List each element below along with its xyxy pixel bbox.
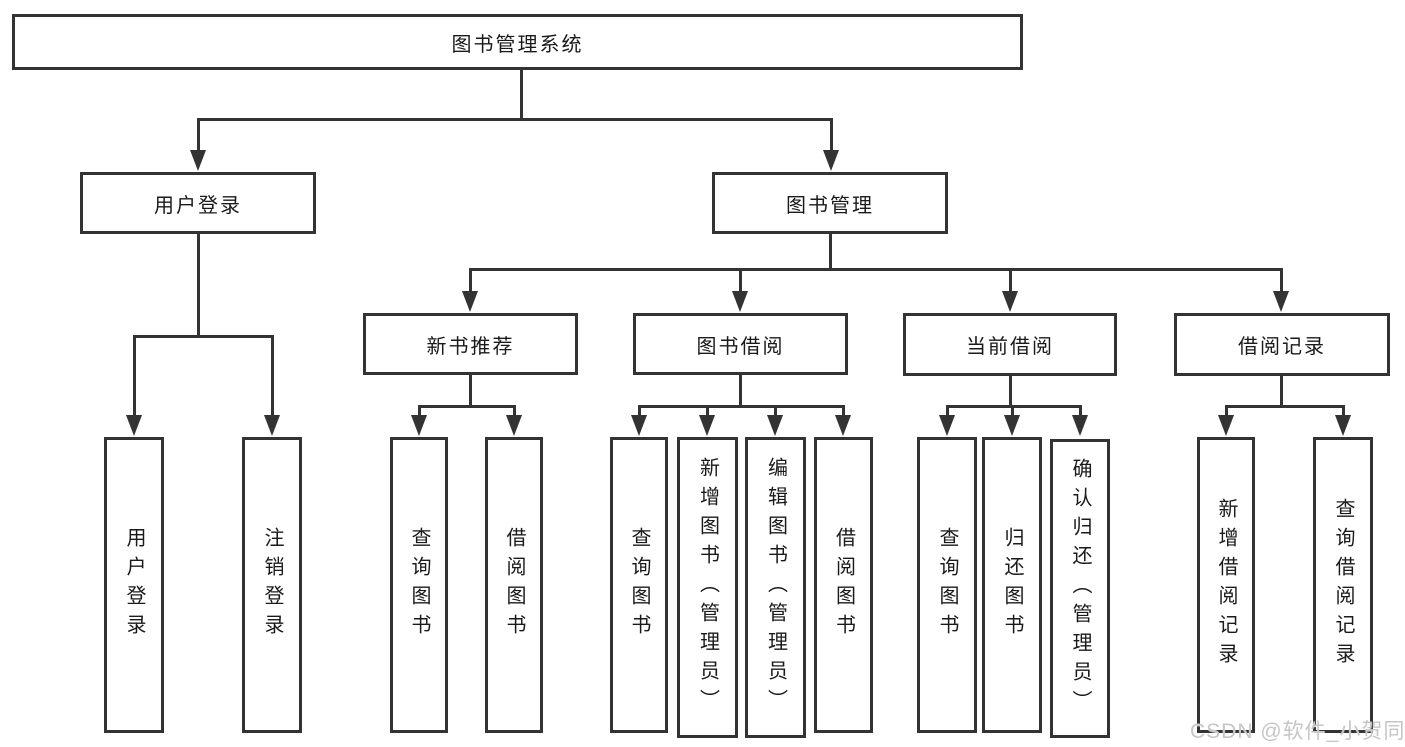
connector-line-vertical (196, 234, 200, 336)
node-op-query-record: 查询借阅记录 (1313, 437, 1373, 733)
node-label: 图书管理 (786, 194, 874, 217)
connector-line-vertical (738, 269, 742, 298)
connector-line-vertical (1279, 269, 1283, 298)
connector-line-vertical (417, 406, 421, 422)
connector-line-horizontal (468, 267, 1283, 271)
node-op-add-books-admin: 新增图书（管理员） (677, 437, 738, 738)
connector-line-horizontal (945, 404, 1082, 408)
connector-line-vertical (738, 375, 742, 406)
node-label: 借阅记录 (1238, 336, 1326, 358)
node-label: 注销登录 (261, 527, 283, 643)
connector-line-vertical (841, 406, 845, 422)
node-label: 借阅图书 (503, 527, 525, 643)
node-op-return-books: 归还图书 (982, 437, 1042, 733)
connector-line-vertical (1078, 406, 1082, 422)
node-label: 查询图书 (936, 527, 958, 643)
connector-line-vertical (1010, 406, 1014, 422)
node-new-book-rec: 新书推荐 (363, 313, 578, 375)
arrowhead-down-icon (1273, 291, 1289, 312)
connector-line-vertical (1224, 406, 1228, 422)
arrowhead-down-icon (939, 415, 955, 436)
node-current-borrow: 当前借阅 (903, 313, 1117, 376)
node-op-query-books: 查询图书 (610, 437, 668, 733)
arrowhead-down-icon (126, 415, 142, 436)
connector-line-vertical (773, 406, 777, 422)
arrowhead-down-icon (1072, 415, 1088, 436)
node-op-logout: 注销登录 (242, 437, 302, 733)
arrowhead-down-icon (264, 415, 280, 436)
node-user-login: 用户登录 (80, 172, 316, 234)
connector-line-vertical (1341, 406, 1345, 422)
connector-line-vertical (468, 375, 472, 406)
node-label: 用户登录 (123, 527, 145, 643)
node-label: 用户登录 (154, 194, 242, 217)
node-label: 确认归还（管理员） (1069, 458, 1091, 719)
arrowhead-down-icon (767, 415, 783, 436)
node-label: 图书借阅 (696, 335, 785, 358)
connector-line-vertical (1008, 376, 1012, 406)
node-label: 新增借阅记录 (1215, 498, 1237, 672)
node-op-edit-books-admin: 编辑图书（管理员） (745, 437, 806, 738)
connector-line-vertical (132, 336, 136, 422)
node-op-borrow-books-rec: 借阅图书 (485, 437, 543, 733)
arrowhead-down-icon (1335, 415, 1351, 436)
connector-line-horizontal (417, 404, 516, 408)
node-label: 新增图书（管理员） (696, 457, 719, 718)
node-label: 归还图书 (1001, 527, 1023, 643)
watermark: CSDN @软件_小贺同学 (1190, 720, 1405, 743)
arrowhead-down-icon (1218, 415, 1234, 436)
node-borrow-record: 借阅记录 (1174, 313, 1390, 376)
node-book-borrow: 图书借阅 (633, 313, 848, 375)
connector-line-vertical (705, 406, 709, 422)
node-label: 查询图书 (408, 527, 430, 643)
node-op-user-login: 用户登录 (104, 437, 164, 733)
arrowhead-down-icon (190, 150, 206, 171)
connector-line-vertical (196, 119, 200, 157)
connector-line-vertical (519, 70, 523, 119)
node-label: 新书推荐 (426, 335, 515, 358)
arrowhead-down-icon (506, 415, 522, 436)
arrowhead-down-icon (823, 150, 839, 171)
node-op-borrow-books: 借阅图书 (814, 437, 873, 733)
node-op-add-record: 新增借阅记录 (1197, 437, 1255, 733)
node-label: 编辑图书（管理员） (764, 457, 787, 718)
arrowhead-down-icon (1002, 291, 1018, 312)
connector-line-vertical (270, 336, 274, 422)
arrowhead-down-icon (732, 291, 748, 312)
connector-line-vertical (945, 406, 949, 422)
node-book-mgmt: 图书管理 (712, 172, 948, 234)
node-label: 当前借阅 (966, 336, 1054, 358)
connector-line-vertical (1279, 376, 1283, 406)
node-label: 图书管理系统 (451, 33, 584, 56)
arrowhead-down-icon (411, 415, 427, 436)
node-op-query-books-cur: 查询图书 (917, 437, 977, 733)
arrowhead-down-icon (462, 291, 478, 312)
node-root: 图书管理系统 (12, 14, 1023, 70)
node-label: 查询图书 (628, 527, 650, 643)
arrowhead-down-icon (699, 415, 715, 436)
node-label: 查询借阅记录 (1332, 498, 1354, 672)
connector-line-vertical (468, 269, 472, 298)
node-label: 借阅图书 (832, 527, 855, 643)
connector-line-vertical (512, 406, 516, 422)
arrowhead-down-icon (1004, 415, 1020, 436)
node-op-confirm-return: 确认归还（管理员） (1050, 439, 1110, 738)
connector-line-horizontal (1224, 404, 1345, 408)
connector-line-vertical (1008, 269, 1012, 298)
arrowhead-down-icon (835, 415, 851, 436)
arrowhead-down-icon (631, 415, 647, 436)
node-op-query-books-rec: 查询图书 (390, 437, 448, 733)
connector-line-horizontal (637, 404, 845, 408)
connector-line-horizontal (132, 334, 274, 338)
connector-line-vertical (829, 119, 833, 157)
connector-line-vertical (637, 406, 641, 422)
connector-line-vertical (828, 234, 832, 269)
connector-line-horizontal (196, 117, 833, 121)
